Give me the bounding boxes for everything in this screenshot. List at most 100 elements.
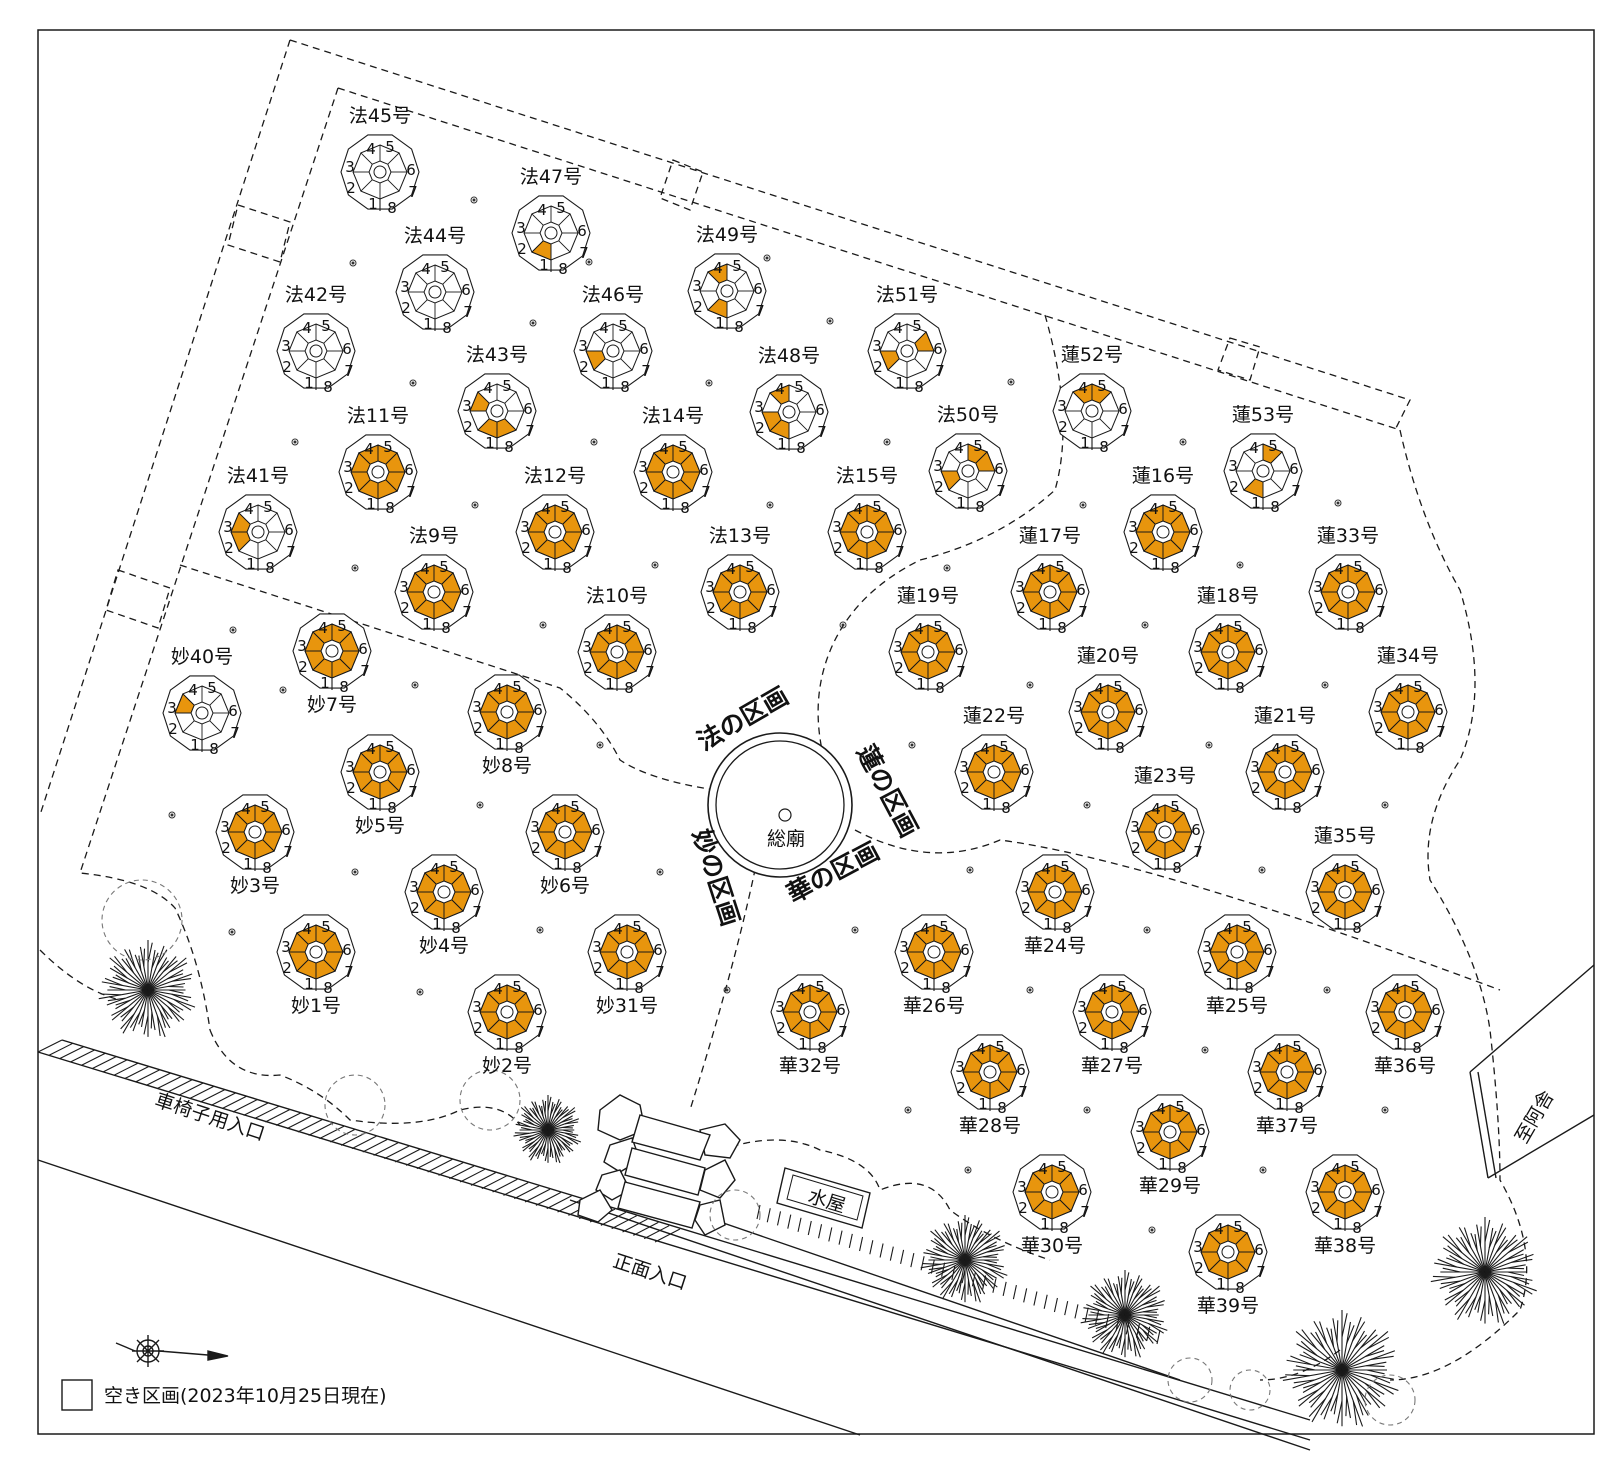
plot-segment-number: 6 <box>1434 701 1444 719</box>
plot-marker-dot <box>231 628 235 632</box>
plot-marker-dot <box>653 563 657 567</box>
plot-spoke <box>441 572 454 585</box>
plot-segment-number: 5 <box>939 918 949 936</box>
plot-segment-number: 3 <box>1310 1178 1320 1196</box>
plot-center <box>1105 1005 1119 1019</box>
plot-spoke <box>514 1019 527 1032</box>
plot-spoke <box>1145 812 1158 825</box>
plot-segment-number: 3 <box>1077 998 1087 1016</box>
plot-segment-number: 4 <box>302 319 312 337</box>
plot-segment-number: 7 <box>1140 1023 1150 1041</box>
plot-center <box>961 464 975 478</box>
plot-spoke <box>531 213 544 226</box>
plot-segment-number: 1 <box>1038 615 1048 633</box>
plot-segment-number: 1 <box>715 314 725 332</box>
plot-spoke <box>970 1079 983 1092</box>
plot-segment-number: 6 <box>577 222 587 240</box>
plot-segment-number: 2 <box>693 298 703 316</box>
plot-segment-number: 3 <box>167 699 177 717</box>
plot-segment-number: 2 <box>833 539 843 557</box>
plot-segment-number: 1 <box>190 736 200 754</box>
plot-segment-number: 7 <box>462 603 472 621</box>
plot-segment-number: 6 <box>699 461 709 479</box>
plot-center <box>927 945 941 959</box>
curb-tick <box>848 1233 853 1248</box>
curb-tick <box>992 1278 997 1293</box>
plot-segment-number: 4 <box>420 560 430 578</box>
plot-spoke <box>1352 1172 1365 1185</box>
plot-segment-number: 4 <box>1334 560 1344 578</box>
plot-segment-number: 4 <box>318 619 328 637</box>
plot-segment-number: 5 <box>383 438 393 456</box>
plot-spoke <box>941 959 954 972</box>
curb-tick <box>879 1243 884 1258</box>
plot-segment-number: 3 <box>220 818 230 836</box>
plot-spoke <box>545 839 558 852</box>
plot-segment-number: 4 <box>1394 680 1404 698</box>
plot-spoke <box>680 479 693 492</box>
plot-marker-dot <box>351 261 355 265</box>
plot-label: 蓮21号 <box>1254 705 1316 727</box>
plot-spoke <box>504 391 517 404</box>
plot-segment-number: 6 <box>954 641 964 659</box>
plot-marker <box>351 564 359 572</box>
plot-spoke <box>914 959 927 972</box>
plot-spoke <box>1208 1259 1221 1272</box>
site-boundaries <box>39 39 1528 1381</box>
plot-segment-number: 2 <box>1021 899 1031 917</box>
